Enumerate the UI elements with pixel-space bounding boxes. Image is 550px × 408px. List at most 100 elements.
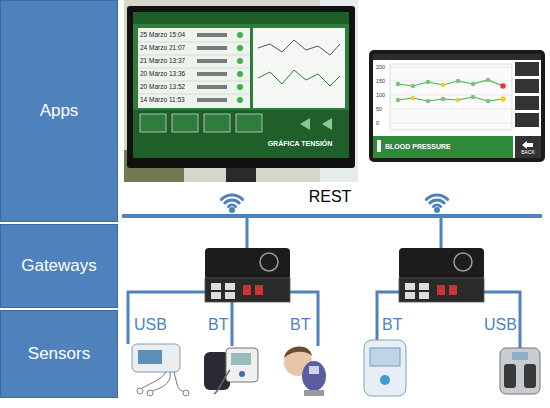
tv-photo-part-part [204, 114, 230, 132]
tv-photo-part [138, 28, 250, 108]
tablet-screenshot-part-part [471, 95, 476, 100]
text-label: 25 Marzo 15:04 [140, 31, 185, 38]
tv-photo-part [258, 40, 340, 55]
spirometer-sensor [284, 346, 326, 396]
gateway-device-part [260, 253, 278, 271]
wifi-symbol-part [426, 195, 447, 206]
tv-photo-part [253, 28, 345, 108]
text-label: 0 [376, 120, 379, 126]
ecg-sensor-part [138, 350, 162, 364]
tv-photo-part [124, 0, 358, 182]
text-label: BT [382, 316, 402, 334]
gateway-device-part [454, 253, 472, 271]
gateway-device-part [399, 278, 484, 302]
tv-photo-part-part [138, 55, 250, 56]
tablet-screenshot-part-part [441, 97, 446, 102]
gateway-device-part [449, 285, 457, 295]
tablet-screenshot-part-part [390, 123, 512, 124]
tablet-screenshot-part-part [426, 99, 431, 104]
blood-pressure-sensor-part [226, 348, 258, 382]
tv-photo-part-part [197, 98, 227, 102]
tv-photo-part-part [197, 72, 227, 76]
tablet-screenshot-part-part [441, 83, 446, 88]
tv-photo-part-part [138, 94, 250, 95]
text-label: BACK [521, 150, 535, 156]
tv-photo-part-part [237, 71, 243, 77]
ecg-sensor-part [132, 344, 180, 372]
glucometer-sensor-part [364, 340, 406, 396]
text-label: 24 Marzo 21:07 [140, 44, 185, 51]
tablet-screenshot-part-part [390, 109, 512, 110]
tablet-screenshot-part-part [411, 96, 416, 101]
tablet-screenshot-part-part [471, 82, 476, 87]
gateway-device [399, 248, 484, 302]
tv-photo-part [140, 114, 262, 132]
layer-band: Apps [0, 0, 118, 222]
gateway-device-part [399, 248, 484, 280]
tablet-screenshot-part [515, 62, 539, 127]
tv-photo-part-part [237, 84, 243, 90]
tv-photo-part-part [237, 58, 243, 64]
glucometer-sensor [364, 340, 406, 396]
tablet-screenshot-part [522, 141, 533, 149]
tv-photo-part-part [138, 68, 250, 69]
glucometer-sensor-part [370, 348, 400, 366]
tv-photo-part [258, 70, 340, 86]
tv-photo-part-part [138, 42, 250, 43]
tv-photo [124, 0, 358, 182]
spirometer-sensor-part [304, 390, 324, 396]
bus-and-wires-part [231, 302, 234, 346]
blood-pressure-sensor-part [239, 371, 245, 377]
tv-photo-part [127, 6, 355, 168]
tv-photo-part [133, 12, 349, 158]
gateway-device [205, 248, 290, 302]
tv-photo-part-part [172, 114, 198, 132]
tablet-screenshot [369, 50, 545, 162]
gateway-device-part [243, 285, 251, 295]
text-label: USB [134, 316, 167, 334]
tablet-screenshot-part-part [500, 96, 506, 102]
layer-band: Sensors [0, 310, 118, 398]
text-label: 14 Marzo 11:53 [140, 96, 185, 103]
tablet-screenshot-part [369, 50, 545, 162]
tablet-screenshot-part [390, 67, 512, 123]
gateway-device-part [211, 283, 221, 290]
scale-sensor-part [504, 364, 516, 388]
tablet-screenshot-part-part [411, 84, 416, 89]
text-label: REST [309, 188, 352, 206]
gateway-device-part [255, 285, 263, 295]
tablet-screenshot-part-part [390, 67, 512, 68]
tv-photo-part [133, 12, 349, 24]
ecg-sensor-part [147, 390, 153, 396]
tv-photo-part-part [140, 114, 166, 132]
tablet-screenshot-part-part [456, 98, 461, 103]
tablet-screenshot-part-part [390, 95, 512, 96]
tablet-screenshot-part-part [515, 62, 539, 76]
tablet-screenshot-part-part [426, 80, 431, 85]
text-label: 21 Marzo 13:37 [140, 57, 185, 64]
tv-photo-part-part [197, 46, 227, 50]
wifi-symbol-part [436, 209, 439, 212]
band-label: Apps [40, 101, 79, 121]
band-label: Sensors [28, 344, 90, 364]
tv-photo-part-part [236, 114, 262, 132]
tv-photo-part [226, 168, 256, 182]
bus-and-wires-part [484, 292, 520, 350]
tablet-screenshot-part [373, 136, 513, 158]
tablet-screenshot-part-part [515, 96, 539, 110]
tablet-screenshot-part [373, 54, 541, 60]
gateway-device-part [225, 283, 235, 290]
spirometer-sensor-part [309, 366, 319, 374]
blood-pressure-sensor-part [231, 353, 251, 365]
tablet-screenshot-part-part [486, 78, 491, 83]
tablet-screenshot-part-part [396, 98, 401, 103]
scale-sensor-part [512, 352, 528, 360]
tablet-screenshot-part [390, 64, 512, 130]
gateway-device-part [437, 285, 445, 295]
scale-sensor-part [500, 348, 540, 394]
tablet-screenshot-part [373, 54, 541, 158]
text-label: 50 [376, 106, 382, 112]
tv-photo-part-part [237, 32, 243, 38]
text-label: USB [484, 316, 517, 334]
